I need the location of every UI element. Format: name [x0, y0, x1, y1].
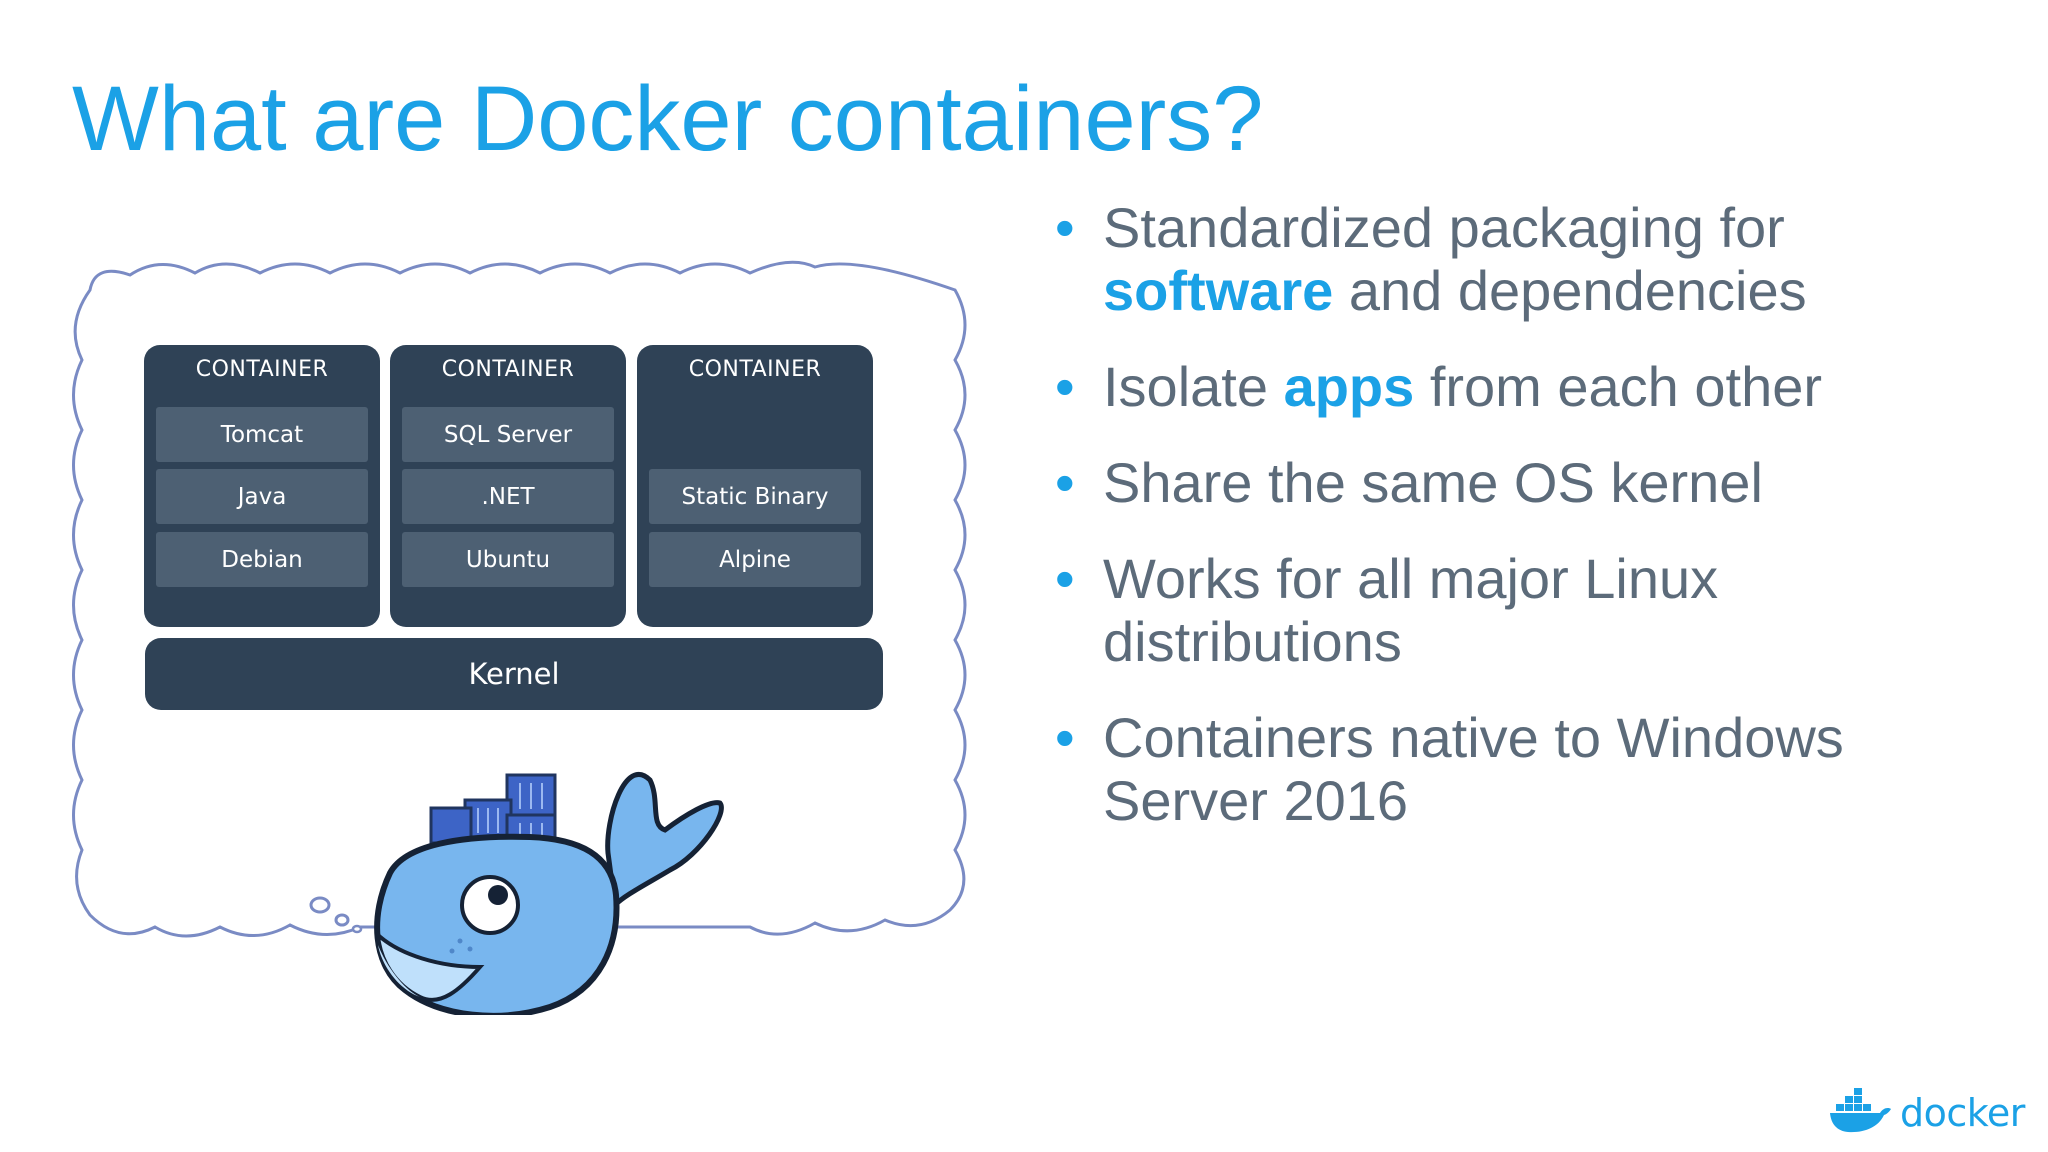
thought-bubble-large	[309, 896, 331, 914]
bullet-marker: •	[1055, 547, 1075, 610]
kernel-bar: Kernel	[145, 638, 883, 710]
bullet-marker: •	[1055, 196, 1075, 259]
bullet-text: Isolate	[1103, 355, 1284, 418]
bullet-text: Works for all major Linux distributions	[1103, 547, 1719, 673]
docker-logo: docker	[1828, 1088, 2028, 1138]
slide-title: What are Docker containers?	[72, 68, 1264, 170]
layer-dotnet: .NET	[402, 469, 614, 524]
bullet-item: • Isolate apps from each other	[1055, 355, 1975, 418]
container-label: CONTAINER	[441, 357, 575, 382]
docker-whale-icon	[1830, 1088, 1891, 1133]
docker-logo-text: docker	[1900, 1091, 2025, 1135]
bullet-marker: •	[1055, 451, 1075, 514]
bullet-text: Share the same OS kernel	[1103, 451, 1763, 514]
bullet-list: • Standardized packaging for software and…	[1055, 196, 1975, 865]
bullet-item: • Works for all major Linux distributions	[1055, 547, 1975, 673]
thought-bubble-small	[351, 924, 363, 934]
thought-bubble-medium	[334, 913, 350, 927]
container-label: CONTAINER	[688, 357, 822, 382]
bullet-text: Standardized packaging for	[1103, 196, 1785, 259]
layer-java: Java	[156, 469, 368, 524]
container-label: CONTAINER	[195, 357, 329, 382]
bullet-item: • Share the same OS kernel	[1055, 451, 1975, 514]
bullet-marker: •	[1055, 355, 1075, 418]
layer-sql-server: SQL Server	[402, 407, 614, 462]
bullet-highlight: software	[1103, 259, 1334, 322]
layer-static-binary: Static Binary	[649, 469, 861, 524]
bullet-text: Containers native to Windows Server 2016	[1103, 706, 1844, 832]
bullet-item: • Containers native to Windows Server 201…	[1055, 706, 1975, 832]
bullet-text: from each other	[1414, 355, 1823, 418]
bullet-item: • Standardized packaging for software and…	[1055, 196, 1975, 322]
container-1: CONTAINER Tomcat Java Debian	[144, 345, 380, 627]
container-diagram: CONTAINER Tomcat Java Debian CONTAINER S…	[60, 255, 980, 1015]
bullet-highlight: apps	[1283, 355, 1415, 418]
container-3: CONTAINER Static Binary Alpine	[637, 345, 873, 627]
bullet-marker: •	[1055, 706, 1075, 769]
bullet-text: and dependencies	[1333, 259, 1807, 322]
layer-ubuntu: Ubuntu	[402, 532, 614, 587]
layer-alpine: Alpine	[649, 532, 861, 587]
container-2: CONTAINER SQL Server .NET Ubuntu	[390, 345, 626, 627]
docker-whale-icon	[374, 771, 724, 1015]
layer-tomcat: Tomcat	[156, 407, 368, 462]
layer-debian: Debian	[156, 532, 368, 587]
